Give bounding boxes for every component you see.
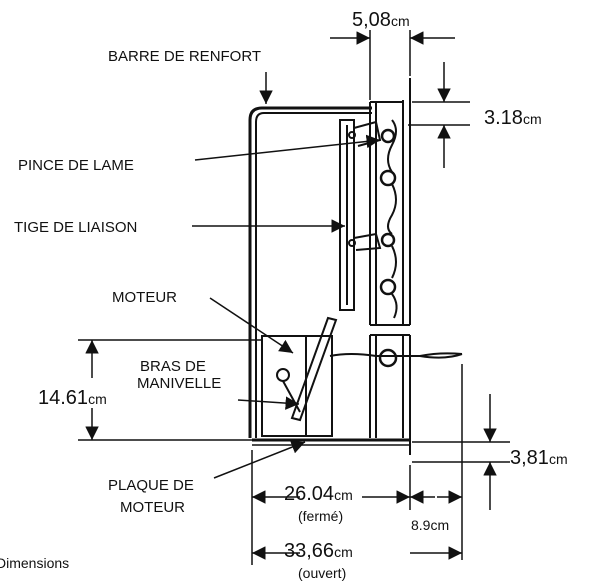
callout-leaders xyxy=(192,72,381,479)
dim-bottom-offset: 3,81cm xyxy=(510,447,568,469)
dim-extension-unit: cm xyxy=(430,517,449,533)
dim-bottom-offset-unit: cm xyxy=(549,451,568,467)
dim-top-width-unit: cm xyxy=(391,13,410,29)
dim-open-depth-note: (ouvert) xyxy=(298,565,346,581)
dim-closed-depth-unit: cm xyxy=(334,487,353,503)
dim-closed-depth-value: 26.04 xyxy=(284,483,334,505)
linkage-rod-part xyxy=(339,119,382,311)
svg-text:3.18cm: 3.18cm xyxy=(484,107,542,129)
label-motor-plate-line2: MOTEUR xyxy=(120,499,185,516)
svg-text:26.04cm: 26.04cm xyxy=(284,483,353,505)
dim-extension: 8.9cm xyxy=(411,517,449,533)
label-linkage-rod: TIGE DE LIAISON xyxy=(14,219,137,236)
dim-open-depth: 33,66cm (ouvert) xyxy=(284,540,353,581)
label-motor-plate-line1: PLAQUE DE xyxy=(108,477,194,494)
dim-top-offset-value: 3.18 xyxy=(484,107,523,129)
svg-text:14.61cm: 14.61cm xyxy=(38,387,107,409)
dimension-lines xyxy=(78,30,510,565)
dim-top-offset: 3.18cm xyxy=(484,107,542,129)
svg-text:5,08cm: 5,08cm xyxy=(352,9,410,31)
label-motor: MOTEUR xyxy=(112,289,177,306)
dim-open-depth-value: 33,66 xyxy=(284,540,334,562)
dim-bottom-offset-value: 3,81 xyxy=(510,447,549,469)
crank-arm-part xyxy=(290,316,338,422)
dim-closed-depth-note: (fermé) xyxy=(298,508,343,524)
motor-plate-part xyxy=(252,438,410,446)
svg-text:8.9cm: 8.9cm xyxy=(411,517,449,533)
label-crank-arm-line1: BRAS DE xyxy=(140,358,206,375)
dim-top-offset-unit: cm xyxy=(523,111,542,127)
dim-motor-height-value: 14.61 xyxy=(38,387,88,409)
dim-closed-depth: 26.04cm (fermé) xyxy=(284,483,353,524)
dim-extension-value: 8.9 xyxy=(411,517,431,533)
dim-open-depth-unit: cm xyxy=(334,544,353,560)
svg-text:33,66cm: 33,66cm xyxy=(284,540,353,562)
label-reinforcement-bar: BARRE DE RENFORT xyxy=(108,48,261,65)
figure-caption: Dimensions xyxy=(0,555,69,571)
damper-frame xyxy=(248,106,372,438)
blade-profiles xyxy=(329,119,463,359)
dim-top-width: 5,08cm xyxy=(352,9,410,31)
dim-motor-height: 14.61cm xyxy=(38,387,107,409)
label-blade-clamp: PINCE DE LAME xyxy=(18,157,134,174)
blade-pivots xyxy=(378,128,398,368)
dim-top-width-value: 5,08 xyxy=(352,9,391,31)
label-crank-arm-line2: MANIVELLE xyxy=(137,375,221,392)
dim-motor-height-unit: cm xyxy=(88,391,107,407)
svg-text:3,81cm: 3,81cm xyxy=(510,447,568,469)
